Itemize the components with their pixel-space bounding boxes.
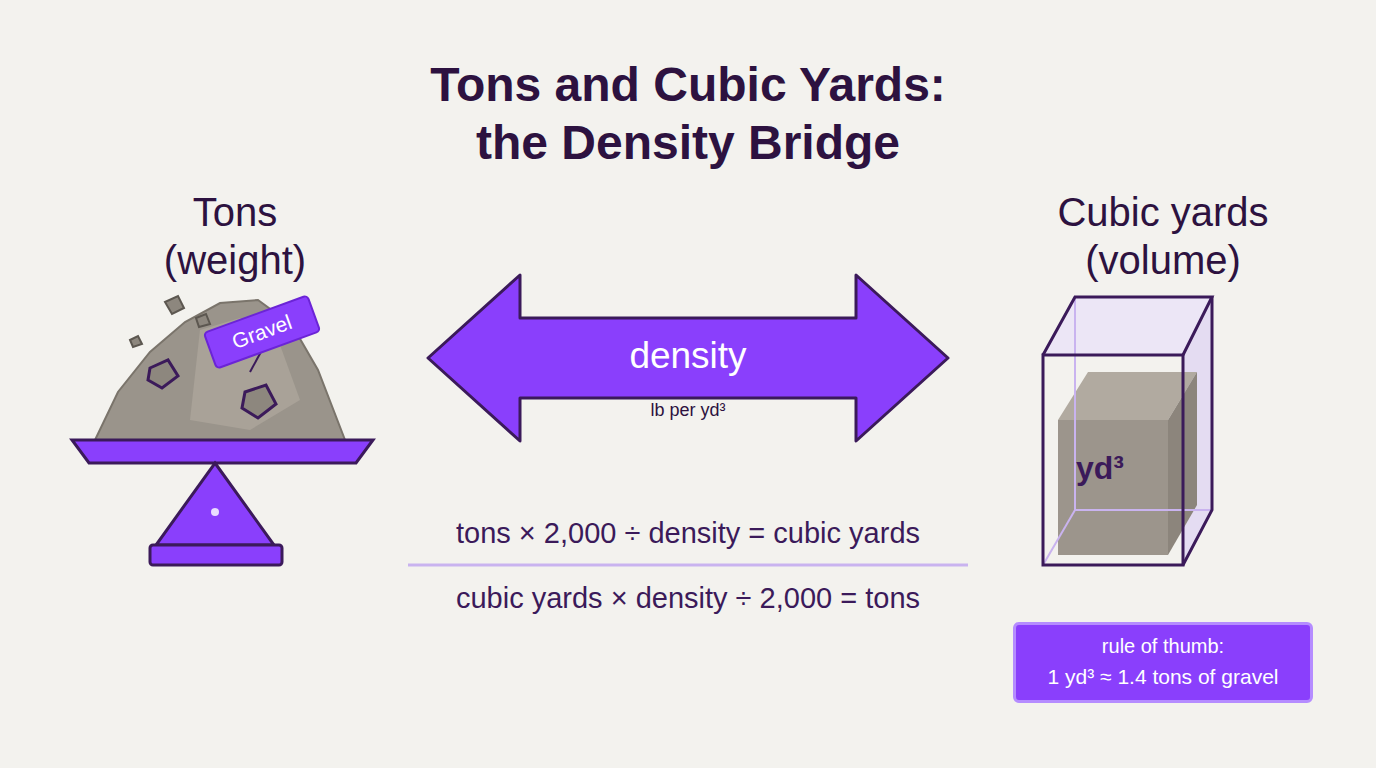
- stone: [148, 360, 178, 388]
- formula-divider: [408, 564, 968, 567]
- scale-stand: [156, 463, 274, 545]
- group-heading: Cubic yards (volume): [1033, 188, 1293, 284]
- scale-pivot: [211, 508, 219, 516]
- volume-cube: [1043, 297, 1212, 565]
- tag-label: Gravel: [205, 297, 319, 368]
- pebble: [196, 314, 210, 327]
- formula: tons × 2,000 ÷ density = cubic yards: [368, 514, 1008, 552]
- cube-hidden-edge: [1043, 510, 1075, 565]
- cube-side-edge: [1183, 297, 1212, 565]
- note-heading: rule of thumb:: [1016, 633, 1310, 659]
- weight-group: Tons (weight) Gravel: [40, 180, 430, 580]
- cube-front: [1043, 355, 1183, 565]
- cube-top-edge: [1043, 297, 1212, 355]
- stone: [242, 385, 276, 418]
- rule-of-thumb-box: rule of thumb: 1 yd³ ≈ 1.4 tons of gravel: [1013, 622, 1313, 703]
- pebble: [165, 296, 184, 314]
- unit-label: yd³: [1055, 448, 1145, 488]
- double-arrow: [428, 275, 948, 441]
- formula: cubic yards × density ÷ 2,000 = tons: [368, 579, 1008, 617]
- pebble: [130, 336, 142, 347]
- cube-hidden-edge: [1074, 297, 1076, 510]
- diagram-title: Tons and Cubic Yards: the Density Bridge: [388, 56, 988, 172]
- scale-pan: [72, 440, 373, 463]
- cube-hidden-edge: [1075, 509, 1212, 511]
- cube-top: [1043, 297, 1212, 355]
- group-heading: Tons (weight): [135, 188, 335, 284]
- material-tag: Gravel: [203, 294, 322, 370]
- note-body: 1 yd³ ≈ 1.4 tons of gravel: [1016, 663, 1310, 691]
- volume-group: Cubic yards (volume) yd³: [950, 180, 1370, 580]
- arrow-label: density: [538, 334, 838, 378]
- scale-base: [150, 545, 282, 565]
- unit-caption: lb per yd³: [588, 398, 788, 422]
